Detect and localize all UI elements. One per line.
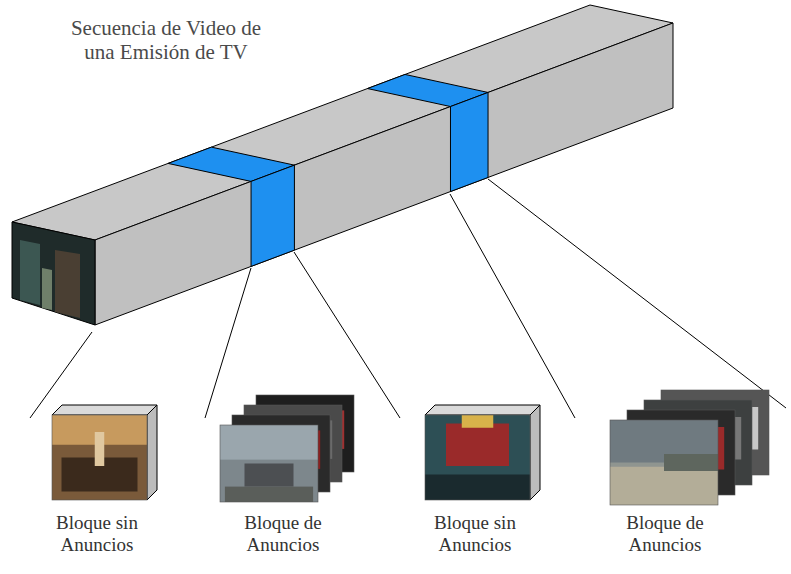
node-shape	[200, 388, 350, 508]
cube-side-face	[147, 405, 157, 500]
cube-top-face	[425, 405, 540, 415]
video-frame	[610, 420, 718, 505]
cube-top-face	[52, 405, 157, 415]
cube-side-face	[530, 405, 540, 500]
leader-line	[450, 194, 575, 418]
video-block: Bloque sin Anuncios	[410, 395, 560, 560]
block-label: Bloque de Anuncios	[223, 512, 343, 556]
frame-detail	[95, 432, 105, 466]
frame-border	[610, 420, 718, 505]
block-label: Bloque sin Anuncios	[37, 512, 157, 556]
leader-line	[488, 179, 786, 408]
video-frame-face	[12, 222, 95, 325]
video-frame	[425, 415, 530, 500]
frame-detail	[664, 454, 718, 471]
node-shape	[595, 378, 780, 498]
block-label: Bloque de Anuncios	[605, 512, 725, 556]
video-block: Bloque de Anuncios	[200, 388, 350, 560]
frame-border	[220, 425, 318, 502]
frame-detail	[220, 425, 318, 460]
ad-band-side	[450, 92, 488, 191]
video-frame-detail	[42, 268, 52, 310]
bar-side-face	[95, 23, 673, 325]
video-frame-detail	[20, 240, 40, 305]
frame-border	[425, 415, 530, 500]
frame-detail	[245, 464, 294, 487]
video-frame-detail	[55, 250, 80, 318]
frame-detail	[425, 475, 530, 501]
frame-detail	[610, 467, 718, 505]
leader-line	[205, 268, 251, 418]
video-frame	[52, 415, 147, 500]
video-sequence-bar: Secuencia de Video de una Emisión de TV	[0, 0, 700, 340]
ad-band-side	[251, 165, 294, 266]
frame-detail	[446, 424, 509, 467]
frame-border	[52, 415, 147, 500]
block-label: Bloque sin Anuncios	[415, 512, 535, 556]
node-shape	[30, 395, 180, 515]
video-frame	[220, 425, 318, 502]
frame-detail	[462, 415, 494, 428]
leader-line	[294, 252, 400, 418]
frame-detail	[225, 487, 313, 502]
node-shape	[410, 395, 560, 515]
video-block: Bloque sin Anuncios	[30, 395, 180, 560]
sequence-title: Secuencia de Video de una Emisión de TV	[60, 16, 272, 64]
video-block: Bloque de Anuncios	[595, 378, 780, 560]
